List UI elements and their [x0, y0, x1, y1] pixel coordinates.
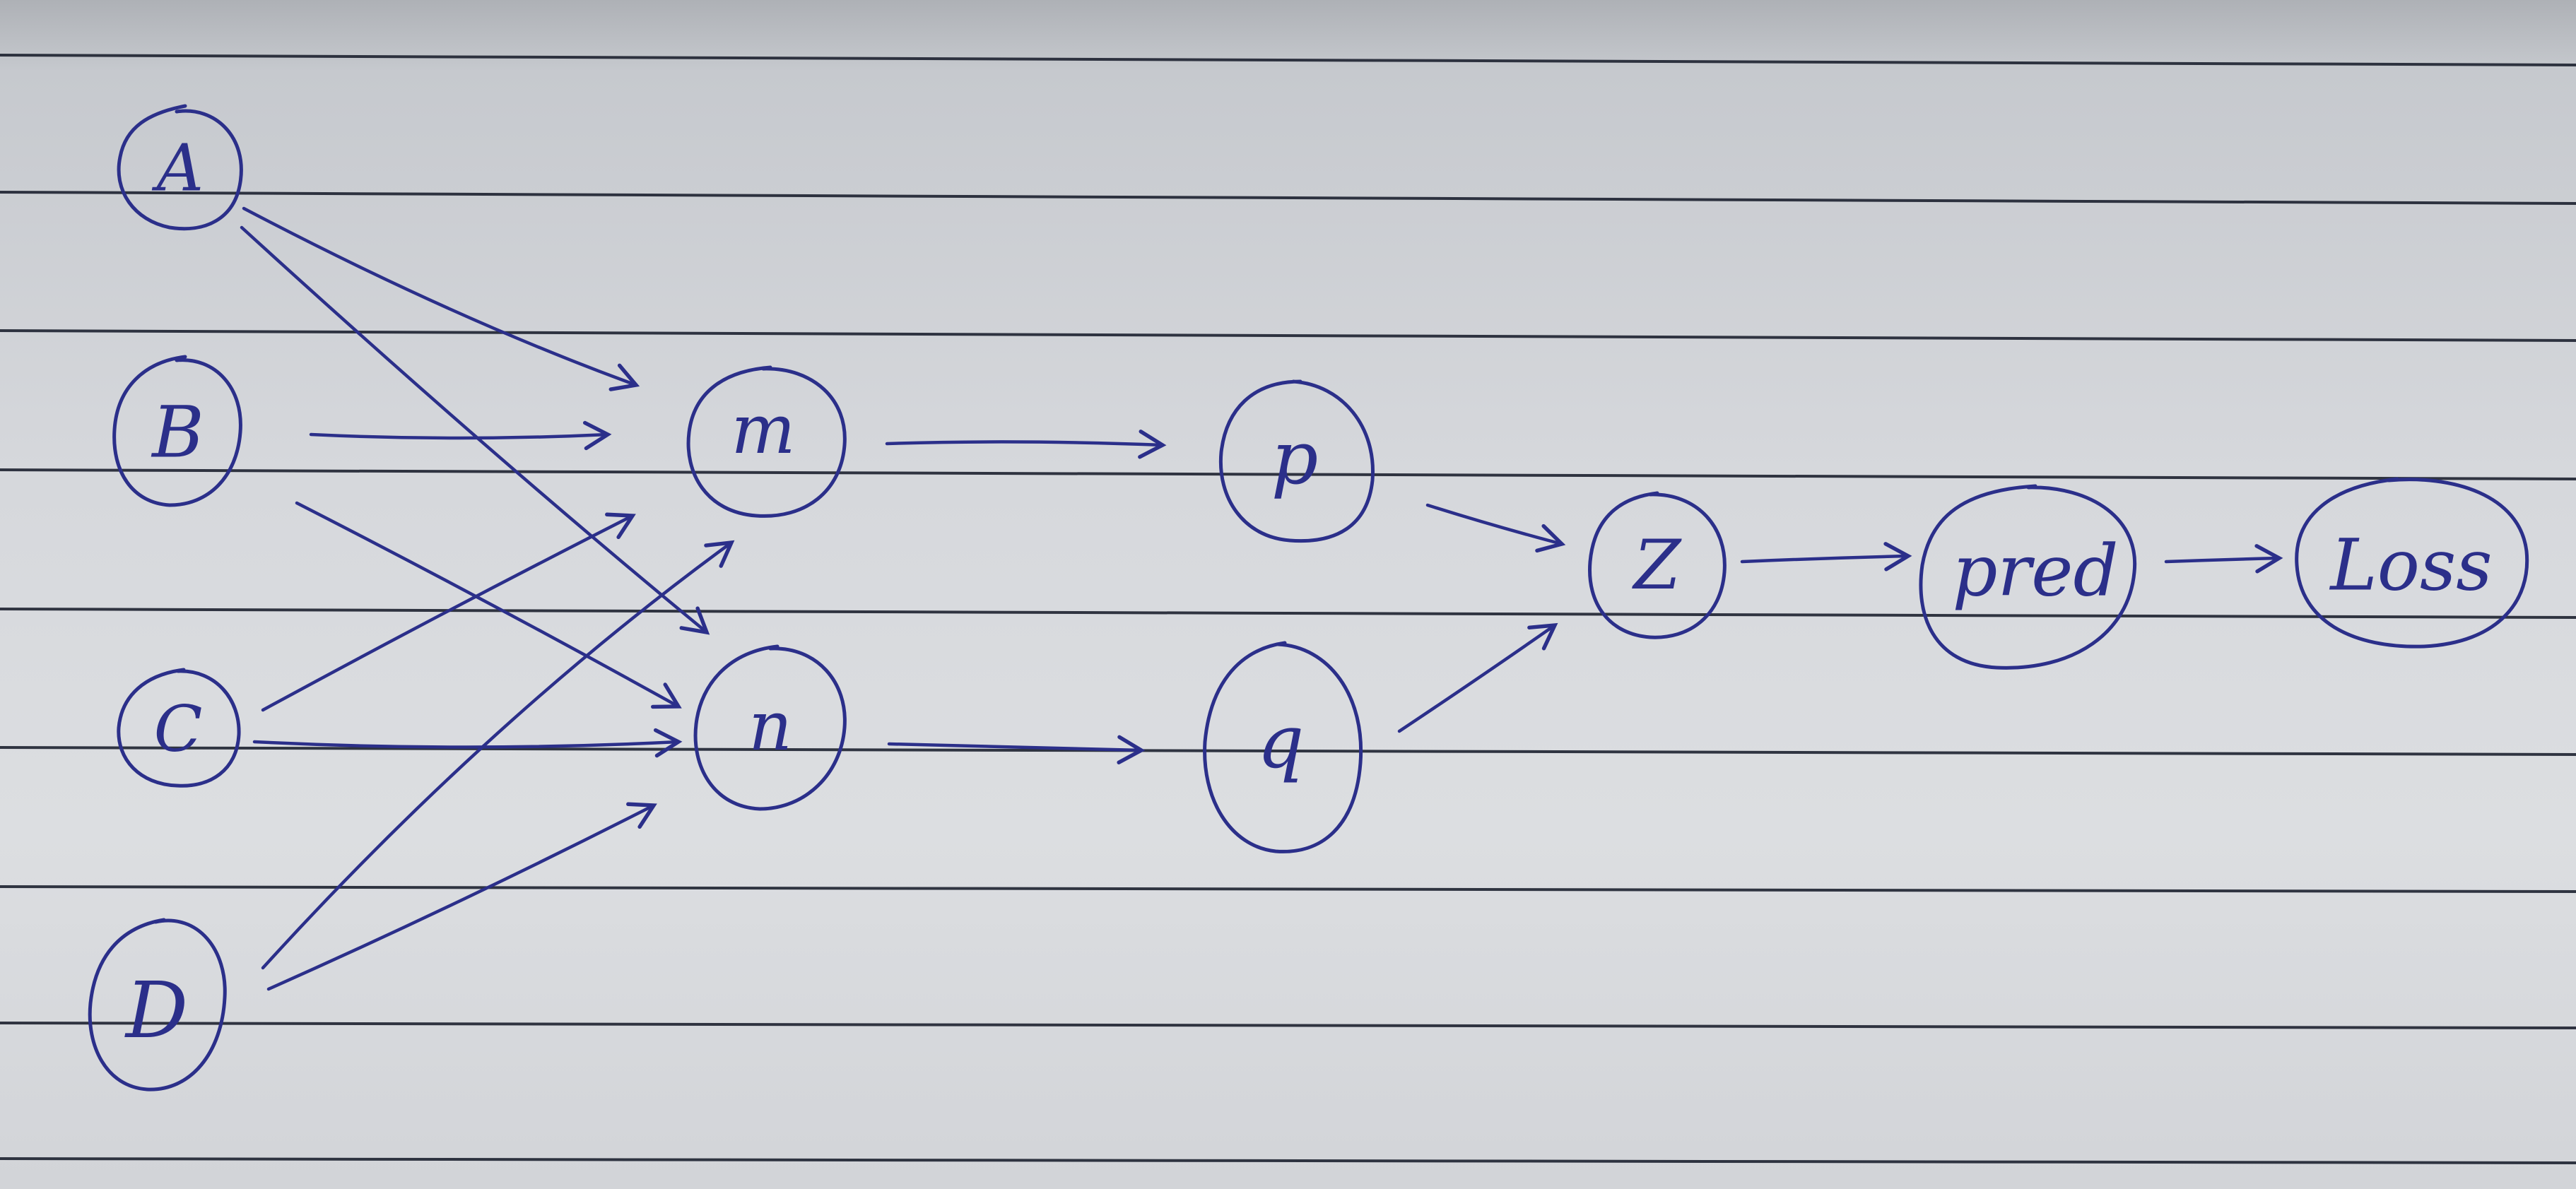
- node-d: D: [88, 918, 227, 1092]
- edge-b-to-n: [295, 501, 682, 709]
- node-pred-label: pred: [1952, 530, 2118, 613]
- edge-q-to-z: [1397, 622, 1558, 733]
- node-pred: pred: [1919, 484, 2137, 670]
- edge-pred-to-loss: [2164, 544, 2283, 574]
- node-m-label: m: [731, 390, 795, 469]
- node-m-circle: [686, 365, 847, 518]
- ruled-line: [0, 1157, 2576, 1164]
- node-m: m: [686, 365, 847, 518]
- node-a: A: [117, 104, 243, 231]
- edge-m-to-p: [885, 430, 1167, 459]
- node-q: q: [1203, 641, 1363, 853]
- ruled-line: [0, 608, 2576, 619]
- node-p-circle: [1218, 379, 1375, 543]
- edge-d-to-n: [266, 802, 657, 991]
- node-a-circle: [117, 104, 243, 231]
- node-pred-circle: [1919, 484, 2137, 670]
- node-n-circle: [693, 644, 847, 811]
- node-a-label: A: [151, 131, 204, 206]
- node-b-label: B: [151, 391, 204, 474]
- ruled-line: [0, 191, 2576, 205]
- node-loss-label: Loss: [2329, 524, 2492, 607]
- node-n: n: [693, 644, 847, 811]
- ruled-line: [0, 746, 2576, 756]
- node-p: p: [1218, 379, 1375, 543]
- node-d-label: D: [124, 965, 188, 1055]
- node-c: C: [117, 668, 241, 788]
- node-b: B: [112, 355, 242, 507]
- edge-n-to-q: [887, 735, 1146, 764]
- node-loss-circle: [2295, 477, 2529, 649]
- node-d-circle: [88, 918, 227, 1092]
- edge-a-to-n: [240, 225, 710, 635]
- ruled-line: [0, 329, 2576, 342]
- edge-z-to-pred: [1740, 542, 1912, 572]
- ruled-line: [0, 54, 2576, 66]
- ruled-lines: [0, 54, 2576, 1164]
- node-q-circle: [1203, 641, 1363, 853]
- node-z-label: Z: [1632, 526, 1683, 605]
- node-b-circle: [112, 355, 242, 507]
- node-q-label: q: [1257, 699, 1305, 785]
- ruled-line: [0, 885, 2576, 893]
- nodes: A B C D m n p q: [88, 104, 2529, 1092]
- node-n-label: n: [748, 687, 792, 766]
- edge-a-to-m: [242, 206, 640, 391]
- node-p-label: p: [1271, 415, 1319, 501]
- node-c-circle: [117, 668, 241, 788]
- node-z-circle: [1588, 491, 1727, 639]
- edge-c-to-m: [261, 512, 636, 712]
- ruled-line: [0, 468, 2576, 480]
- node-z: Z: [1588, 491, 1727, 639]
- ruled-line: [0, 1022, 2576, 1029]
- edges: [240, 206, 2283, 991]
- edge-p-to-z: [1425, 503, 1566, 553]
- node-loss: Loss: [2295, 477, 2529, 649]
- edge-c-to-n: [252, 728, 683, 758]
- edge-d-to-m: [261, 540, 735, 970]
- node-c-label: C: [154, 692, 203, 767]
- edge-b-to-m: [309, 420, 612, 451]
